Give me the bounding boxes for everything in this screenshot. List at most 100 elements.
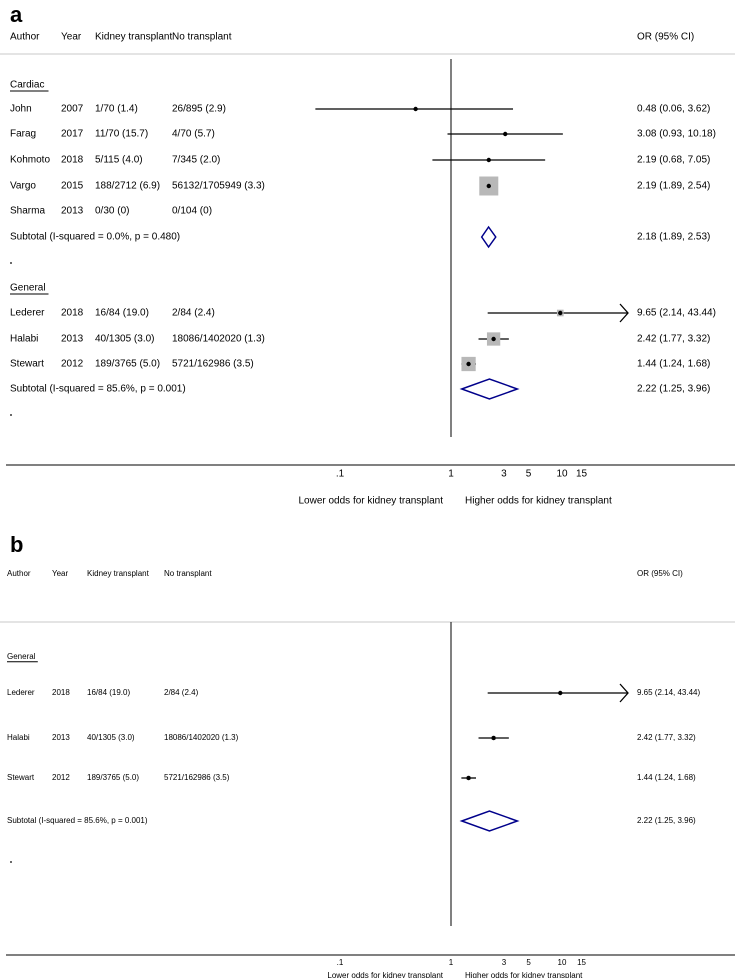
- x-tick-label: 3: [502, 958, 507, 967]
- x-tick-label: 1: [448, 469, 454, 480]
- study-author: Lederer: [10, 308, 45, 319]
- study-point-estimate: [558, 690, 563, 696]
- study-year: 2013: [61, 334, 84, 345]
- study-kidney-transplant: 189/3765 (5.0): [95, 359, 160, 370]
- study-point-estimate: [486, 183, 491, 189]
- study-year: 2007: [61, 104, 84, 115]
- study-or-ci: 9.65 (2.14, 43.44): [637, 688, 700, 697]
- x-tick-label: 10: [558, 958, 567, 967]
- study-no-transplant: 0/104 (0): [172, 206, 212, 217]
- subtotal-label: Subtotal (I-squared = 0.0%, p = 0.480): [10, 232, 180, 243]
- study-point-estimate: [503, 131, 508, 137]
- study-year: 2018: [61, 308, 84, 319]
- study-kidney-transplant: 16/84 (19.0): [95, 308, 149, 319]
- spacer-dot: [10, 262, 12, 264]
- x-tick-label: 1: [449, 958, 454, 967]
- panel-letter: b: [10, 532, 23, 557]
- study-kidney-transplant: 40/1305 (3.0): [87, 733, 135, 742]
- column-header: Kidney transplant: [95, 32, 172, 43]
- study-no-transplant: 2/84 (2.4): [172, 308, 215, 319]
- study-author: John: [10, 104, 32, 115]
- study-or-ci: 2.19 (1.89, 2.54): [637, 181, 710, 192]
- subtotal-label: Subtotal (I-squared = 85.6%, p = 0.001): [7, 816, 148, 825]
- study-author: Sharma: [10, 206, 45, 217]
- study-or-ci: 2.19 (0.68, 7.05): [637, 155, 710, 166]
- study-year: 2018: [61, 155, 84, 166]
- x-tick-label: 15: [577, 958, 586, 967]
- subtotal-or-ci: 2.22 (1.25, 3.96): [637, 816, 696, 825]
- study-no-transplant: 5721/162986 (3.5): [172, 359, 254, 370]
- study-or-ci: 2.42 (1.77, 3.32): [637, 733, 696, 742]
- column-header: Author: [10, 32, 40, 43]
- study-year: 2018: [52, 688, 70, 697]
- column-header: OR (95% CI): [637, 569, 683, 578]
- subtotal-or-ci: 2.18 (1.89, 2.53): [637, 232, 710, 243]
- study-no-transplant: 4/70 (5.7): [172, 129, 215, 140]
- spacer-dot: [10, 861, 12, 863]
- study-or-ci: 9.65 (2.14, 43.44): [637, 308, 716, 319]
- study-year: 2015: [61, 181, 84, 192]
- subtotal-diamond: [459, 378, 520, 400]
- x-tick-label: 5: [526, 958, 531, 967]
- study-year: 2013: [61, 206, 84, 217]
- subtotal-diamond: [480, 225, 497, 249]
- column-header: OR (95% CI): [637, 32, 694, 43]
- column-header: No transplant: [164, 569, 212, 578]
- study-no-transplant: 18086/1402020 (1.3): [164, 733, 239, 742]
- ci-arrow: [619, 683, 629, 703]
- study-no-transplant: 5721/162986 (3.5): [164, 773, 230, 782]
- study-author: Lederer: [7, 688, 35, 697]
- column-header: No transplant: [172, 32, 232, 43]
- study-author: Stewart: [7, 773, 35, 782]
- x-tick-label: 15: [576, 469, 588, 480]
- ci-arrow: [619, 303, 629, 323]
- subtotal-or-ci: 2.22 (1.25, 3.96): [637, 384, 710, 395]
- column-header: Year: [52, 569, 69, 578]
- study-year: 2012: [52, 773, 70, 782]
- study-or-ci: 1.44 (1.24, 1.68): [637, 359, 710, 370]
- study-kidney-transplant: 0/30 (0): [95, 206, 129, 217]
- study-author: Stewart: [10, 359, 44, 370]
- column-header: Year: [61, 32, 82, 43]
- spacer-dot: [10, 414, 12, 416]
- study-year: 2017: [61, 129, 84, 140]
- study-point-estimate: [466, 775, 471, 781]
- group-heading: General: [7, 652, 36, 661]
- study-kidney-transplant: 189/3765 (5.0): [87, 773, 139, 782]
- study-kidney-transplant: 5/115 (4.0): [95, 155, 143, 166]
- study-or-ci: 2.42 (1.77, 3.32): [637, 334, 710, 345]
- study-author: Halabi: [7, 733, 30, 742]
- study-point-estimate: [466, 361, 471, 367]
- study-kidney-transplant: 1/70 (1.4): [95, 104, 138, 115]
- x-axis-label-left: Lower odds for kidney transplant: [327, 971, 443, 978]
- panel-letter: a: [10, 2, 23, 27]
- x-tick-label: 3: [501, 469, 507, 480]
- study-point-estimate: [558, 310, 563, 316]
- study-author: Kohmoto: [10, 155, 50, 166]
- subtotal-diamond: [459, 810, 520, 832]
- study-no-transplant: 56132/1705949 (3.3): [172, 181, 265, 192]
- x-tick-label: 10: [556, 469, 568, 480]
- study-or-ci: 0.48 (0.06, 3.62): [637, 104, 710, 115]
- study-no-transplant: 2/84 (2.4): [164, 688, 199, 697]
- study-kidney-transplant: 40/1305 (3.0): [95, 334, 155, 345]
- study-kidney-transplant: 188/2712 (6.9): [95, 181, 160, 192]
- study-point-estimate: [491, 735, 496, 741]
- group-heading: Cardiac: [10, 80, 44, 91]
- study-point-estimate: [491, 336, 496, 342]
- study-no-transplant: 7/345 (2.0): [172, 155, 220, 166]
- x-tick-label: .1: [336, 469, 345, 480]
- study-year: 2013: [52, 733, 70, 742]
- study-or-ci: 3.08 (0.93, 10.18): [637, 129, 716, 140]
- study-point-estimate: [486, 157, 491, 163]
- study-no-transplant: 18086/1402020 (1.3): [172, 334, 265, 345]
- x-axis-label-right: Higher odds for kidney transplant: [465, 971, 583, 978]
- study-author: Farag: [10, 129, 36, 140]
- study-point-estimate: [413, 106, 418, 112]
- study-no-transplant: 26/895 (2.9): [172, 104, 226, 115]
- column-header: Kidney transplant: [87, 569, 150, 578]
- study-author: Halabi: [10, 334, 38, 345]
- x-axis-label-left: Lower odds for kidney transplant: [298, 496, 443, 507]
